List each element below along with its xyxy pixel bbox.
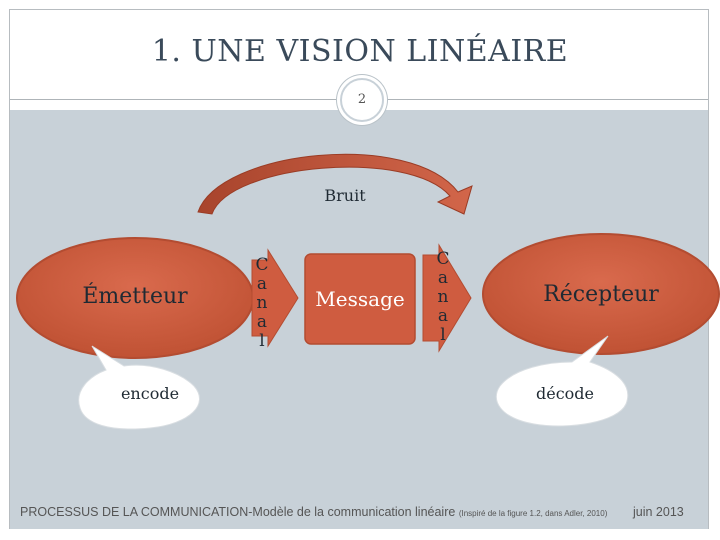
channel-letter: l [259, 331, 265, 351]
receiver-label: Récepteur [543, 282, 659, 307]
channel-letter: a [256, 274, 268, 294]
encode-bubble [78, 345, 200, 430]
channel-letter: l [440, 325, 446, 345]
channel-arrow-right [422, 243, 472, 353]
decode-label: décode [535, 384, 594, 403]
receiver-ellipse [482, 233, 720, 355]
noise-arc-arrow [197, 153, 473, 215]
slide-number: 2 [340, 78, 384, 122]
slide-title: 1. UNE VISION LINÉAIRE [151, 34, 569, 69]
decode-bubble [495, 335, 629, 427]
footer-source: (Inspiré de la figure 1.2, dans Adler, 2… [458, 509, 608, 518]
footer-date: juin 2013 [633, 505, 684, 519]
channel-letter: n [437, 287, 449, 307]
encode-label: encode [120, 384, 180, 403]
noise-label: Bruit [324, 186, 366, 205]
channel-letter: a [437, 268, 449, 288]
footer-text: PROCESSUS DE LA COMMUNICATION-Modèle de … [20, 505, 456, 519]
channel-letter: n [256, 293, 268, 313]
channel-letter: a [256, 312, 268, 332]
message-box [304, 253, 416, 345]
footer-caption: PROCESSUS DE LA COMMUNICATION-Modèle de … [20, 505, 607, 519]
channel-letter: a [437, 306, 449, 326]
sender-label: Émetteur [82, 284, 188, 309]
message-label: Message [315, 287, 405, 311]
channel-letter: C [436, 249, 450, 269]
channel-arrow-left [251, 248, 299, 348]
channel-letter: C [255, 255, 269, 275]
